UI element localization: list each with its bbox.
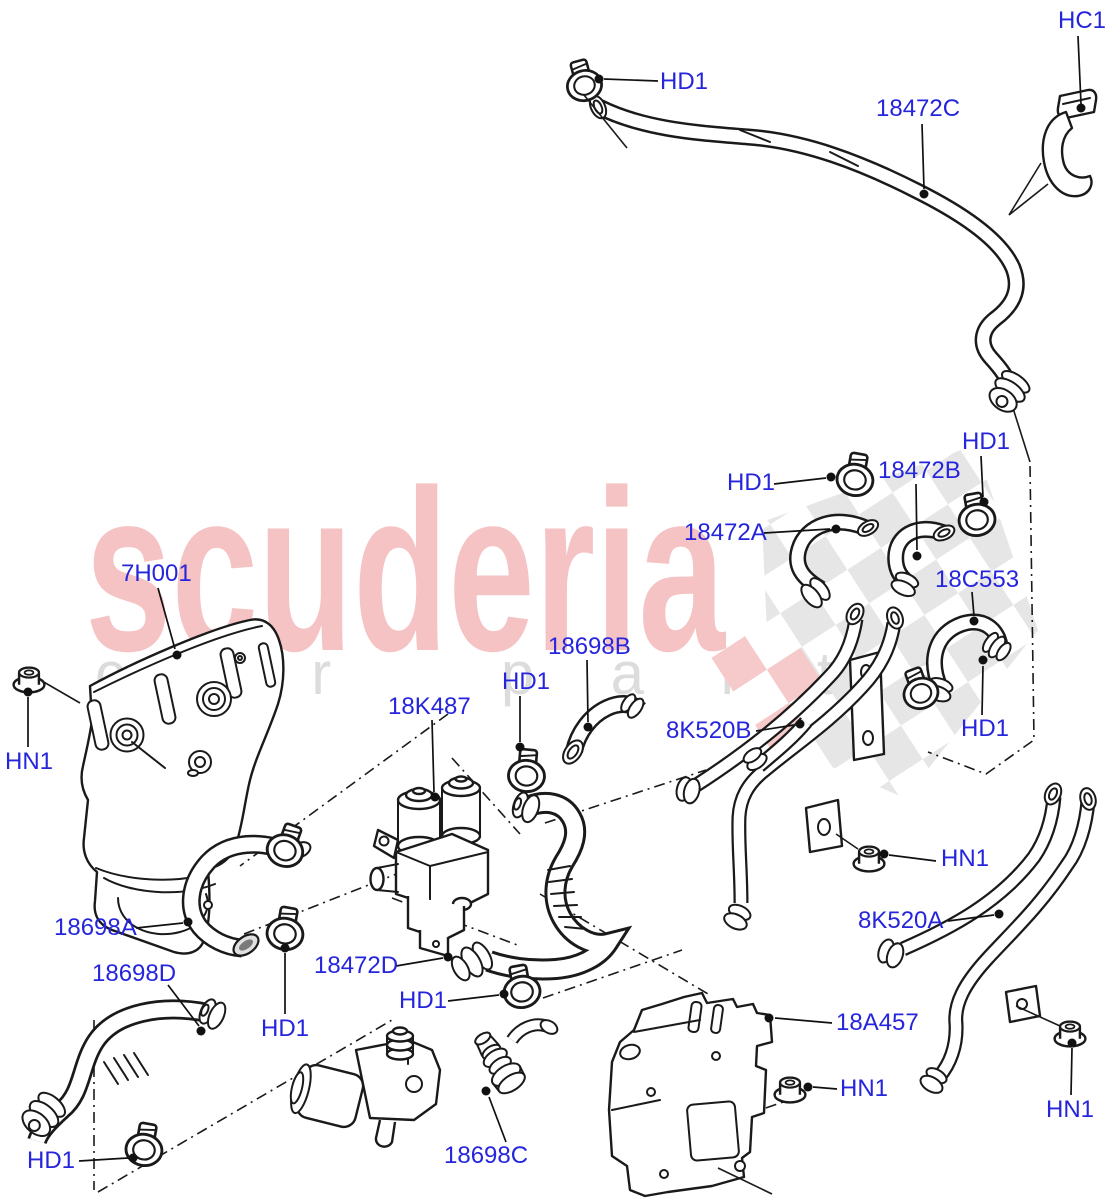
part-label-hn1-c[interactable]: HN1 — [840, 1075, 889, 1102]
part-label-hn1-b[interactable]: HN1 — [941, 845, 990, 872]
part-label-hc1[interactable]: HC1 — [1058, 7, 1107, 34]
hose-sleeve-hatch — [547, 865, 587, 930]
clip-hc1-drawing — [1008, 88, 1098, 216]
part-label-hd1-d[interactable]: HD1 — [961, 715, 1010, 742]
part-label-18a457[interactable]: 18A457 — [836, 1009, 919, 1036]
part-label-hd1-h[interactable]: HD1 — [27, 1147, 76, 1174]
part-label-18472c[interactable]: 18472C — [876, 95, 961, 122]
heat-shield-7h001-drawing — [80, 618, 285, 955]
part-label-18k487[interactable]: 18K487 — [388, 693, 471, 720]
hose-18698b-drawing — [562, 693, 646, 765]
position-arrow — [1008, 162, 1049, 216]
part-label-18472a[interactable]: 18472A — [684, 519, 767, 546]
pipe-assembly-8k520b-drawing — [675, 602, 904, 931]
part-label-hd1-c[interactable]: HD1 — [727, 469, 776, 496]
hose-18472b-drawing — [889, 522, 956, 598]
part-label-7h001[interactable]: 7H001 — [121, 560, 192, 587]
hose-18472a-drawing — [798, 517, 880, 609]
part-label-8k520b[interactable]: 8K520B — [666, 717, 752, 744]
connector-18698c-drawing — [474, 1017, 559, 1095]
part-label-18472d[interactable]: 18472D — [314, 952, 399, 979]
hose-18472d-drawing — [450, 791, 608, 982]
part-label-hn1-a[interactable]: HN1 — [5, 748, 54, 775]
part-label-18698b[interactable]: 18698B — [548, 633, 631, 660]
part-label-hn1-d[interactable]: HN1 — [1046, 1096, 1095, 1123]
part-label-hd1-a[interactable]: HD1 — [660, 68, 709, 95]
valve-18k487-drawing — [369, 775, 490, 958]
bracket-18a457-drawing — [607, 991, 774, 1198]
hose-end-fitting — [988, 369, 1031, 413]
hose-sleeve-hatch — [103, 1052, 149, 1085]
leader-lines — [23, 35, 1086, 1163]
water-pump-drawing — [289, 1026, 442, 1148]
part-label-hd1-e[interactable]: HD1 — [502, 668, 551, 695]
part-label-18698d[interactable]: 18698D — [92, 960, 177, 987]
part-label-hd1-f[interactable]: HD1 — [261, 1015, 310, 1042]
part-label-hd1-b[interactable]: HD1 — [962, 428, 1011, 455]
hose-18698d-drawing — [21, 998, 227, 1142]
pipe-assembly-8k520a-drawing — [877, 782, 1097, 1094]
hose-18c553-drawing — [894, 622, 1012, 715]
part-label-18472b[interactable]: 18472B — [878, 457, 961, 484]
part-label-18698c[interactable]: 18698C — [444, 1142, 529, 1169]
part-label-8k520a[interactable]: 8K520A — [858, 907, 944, 934]
part-label-18698a[interactable]: 18698A — [54, 914, 137, 941]
part-label-18c553[interactable]: 18C553 — [935, 566, 1020, 593]
part-label-hd1-g[interactable]: HD1 — [399, 987, 448, 1014]
